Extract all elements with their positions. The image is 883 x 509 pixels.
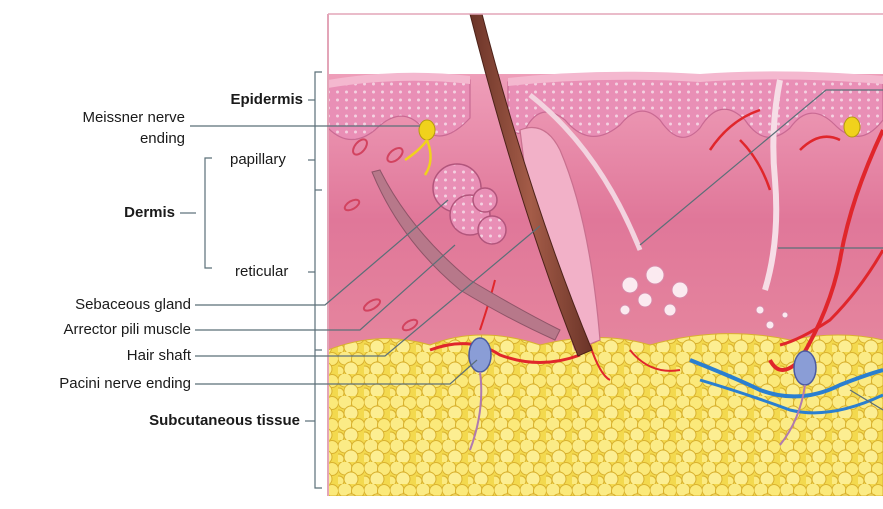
- label-hair-shaft: Hair shaft: [127, 347, 191, 365]
- label-reticular: reticular: [235, 263, 288, 281]
- label-meissner-line1: Meissner nerve: [82, 109, 185, 127]
- label-meissner-line2: ending: [140, 130, 185, 148]
- label-arrector-pili-muscle: Arrector pili muscle: [63, 321, 191, 339]
- label-papillary: papillary: [230, 151, 286, 169]
- label-subcutaneous-tissue: Subcutaneous tissue: [149, 412, 300, 430]
- label-sebaceous-gland: Sebaceous gland: [75, 296, 191, 314]
- label-dermis: Dermis: [124, 204, 175, 222]
- label-epidermis: Epidermis: [230, 91, 303, 109]
- label-pacini-nerve-ending: Pacini nerve ending: [59, 375, 191, 393]
